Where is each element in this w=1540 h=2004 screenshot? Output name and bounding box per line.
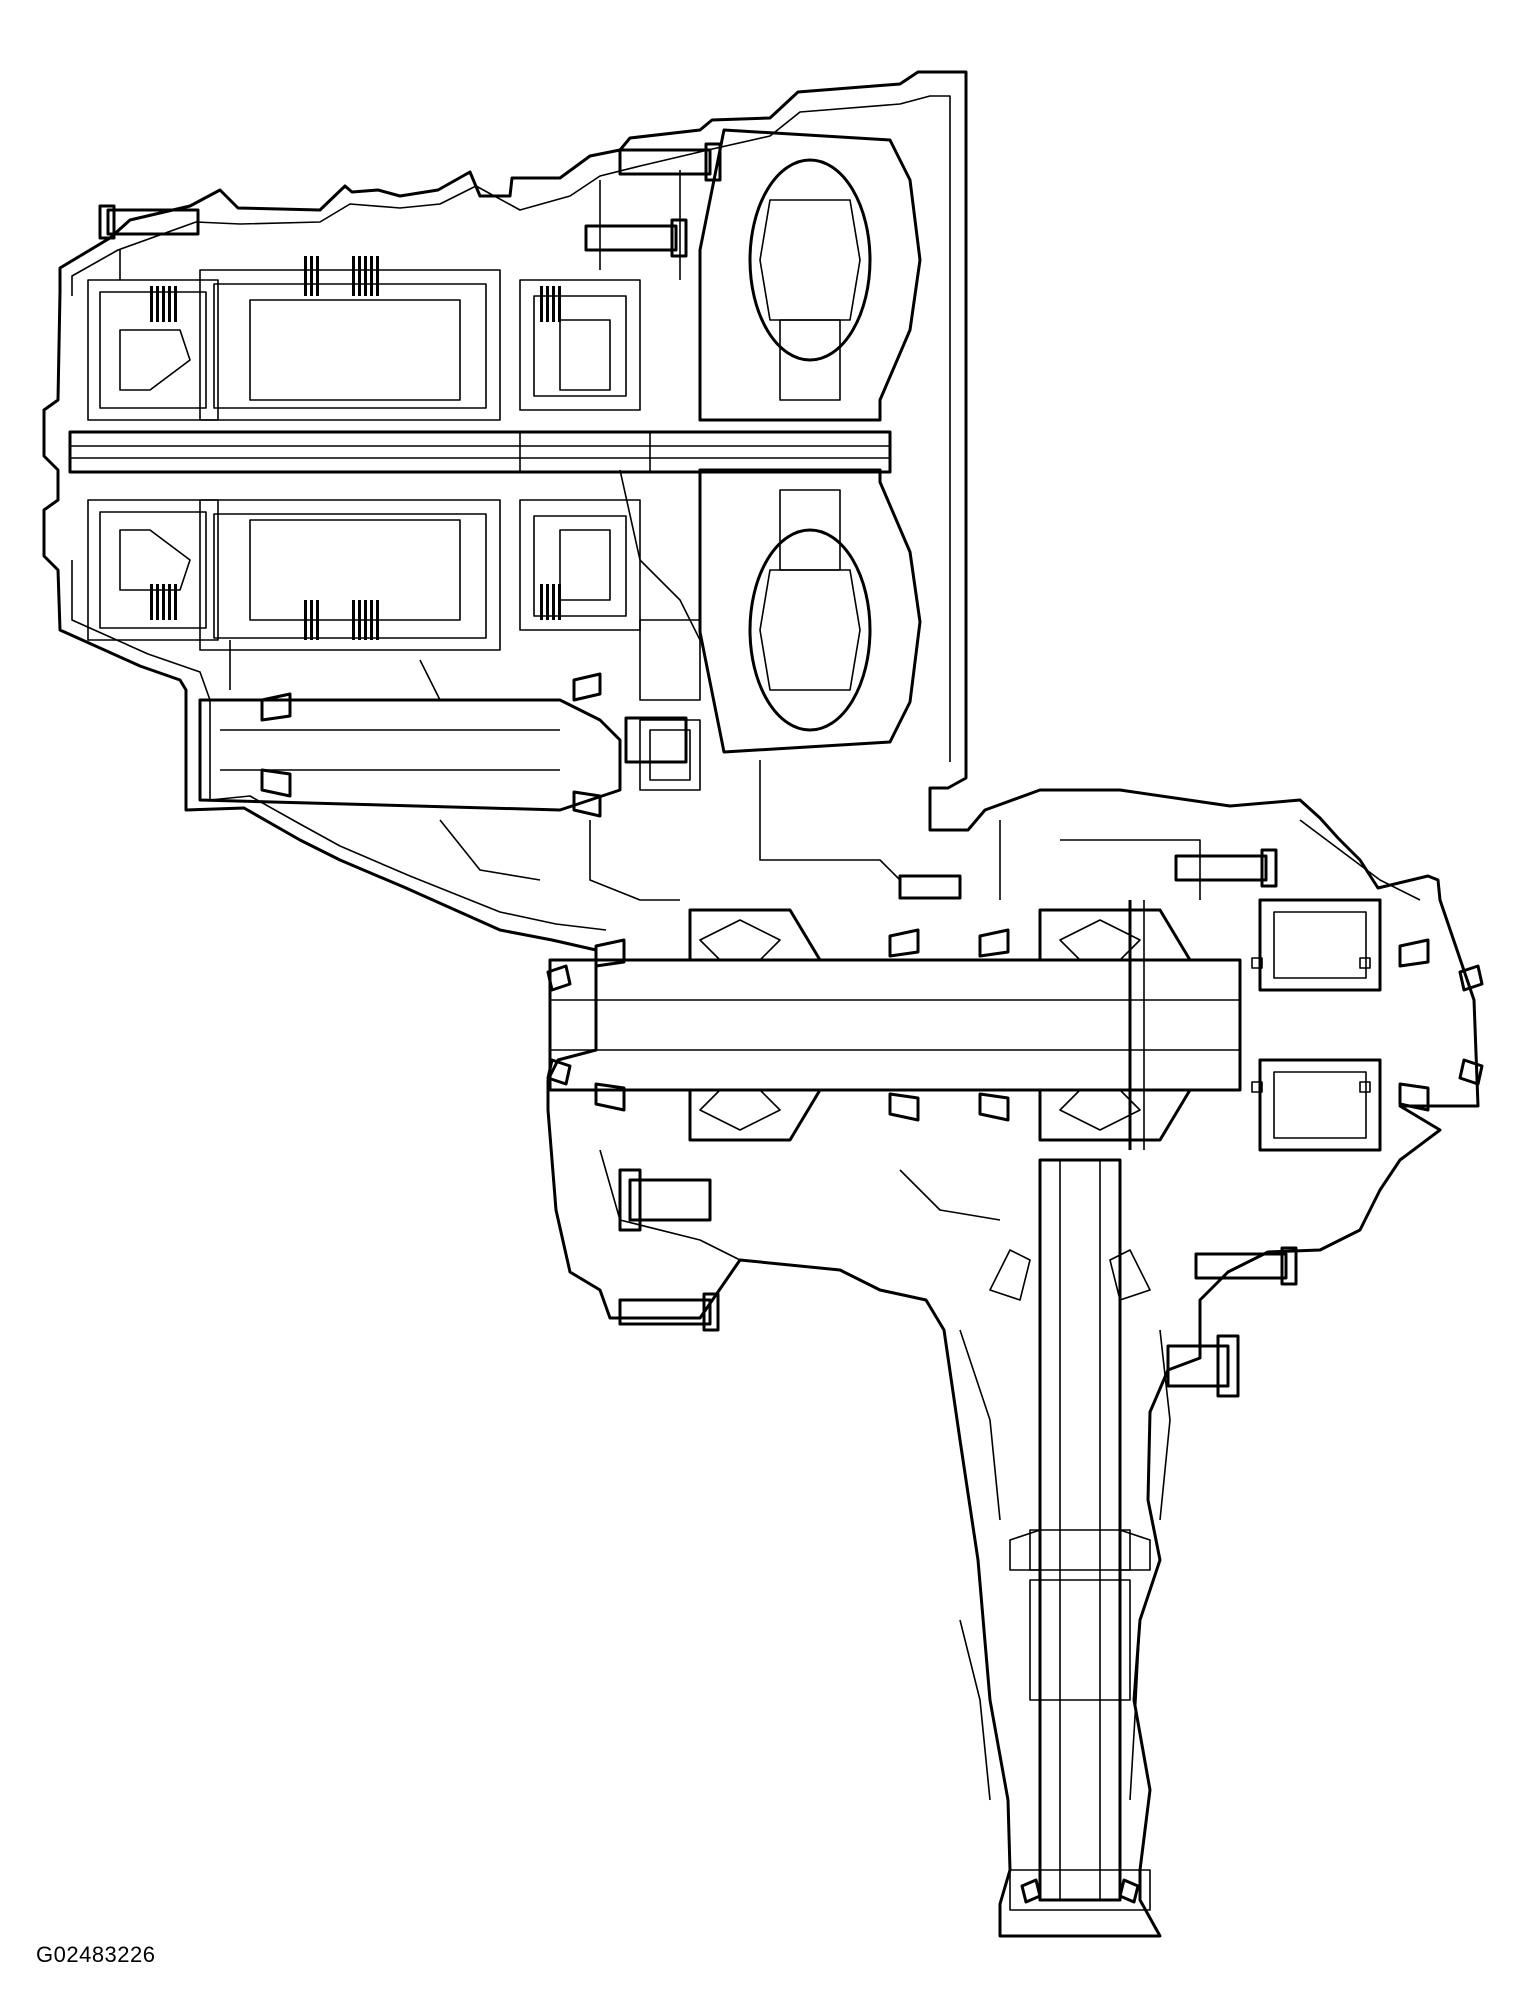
friction-plates-upper	[150, 256, 561, 322]
figure-id-label: G02483226	[36, 1942, 156, 1967]
friction-plates-lower	[150, 584, 561, 640]
differential-housing	[548, 898, 1382, 1152]
counter-shaft	[198, 698, 701, 812]
oil-seals	[546, 964, 1484, 1904]
input-shaft	[68, 430, 892, 474]
case-lower-inner-wall	[71, 560, 607, 931]
housing-bolts	[98, 142, 1298, 1398]
rear-output-shaft	[989, 1158, 1151, 1911]
tapered-roller-bearings	[260, 672, 1430, 1122]
torque-converter	[698, 128, 922, 754]
transmission-case-outline	[42, 70, 1480, 1938]
clutch-pack-region	[87, 256, 641, 651]
case-inner-wall	[71, 95, 951, 762]
internal-linework	[119, 170, 1421, 1801]
